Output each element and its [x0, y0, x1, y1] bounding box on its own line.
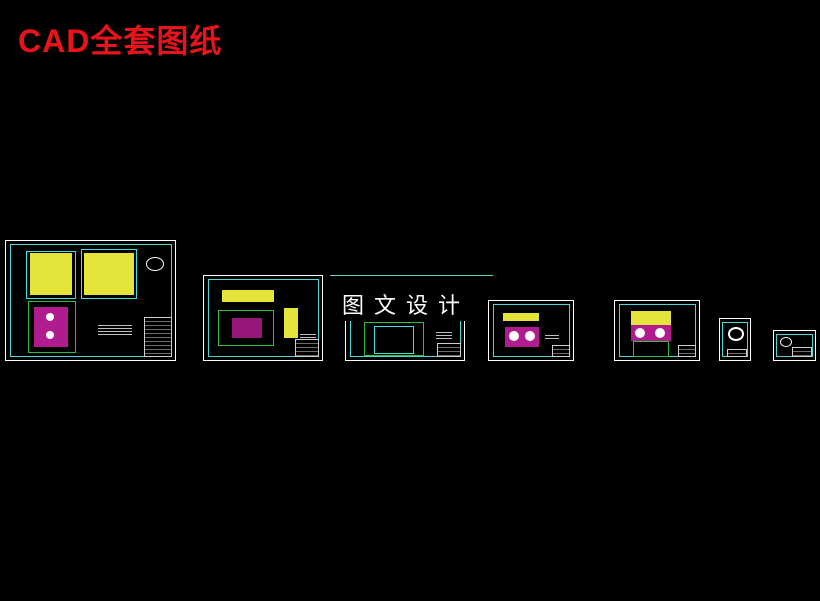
drawing-sheet-7[interactable] [773, 330, 816, 361]
yellow-view-2 [84, 253, 134, 295]
drawing-sheet-1[interactable] [5, 240, 176, 361]
watermark-banner: 图文设计 [330, 275, 493, 321]
drawing-sheet-6[interactable] [719, 318, 751, 361]
yellow-view-1 [30, 253, 72, 295]
drawing-sheet-2[interactable] [203, 275, 323, 361]
banner-text: 图文设计 [342, 294, 471, 319]
drawing-sheet-5[interactable] [614, 300, 700, 361]
page-title: CAD全套图纸 [18, 23, 223, 59]
drawing-sheet-3[interactable] [345, 315, 465, 361]
part-detail [146, 257, 164, 271]
drawing-sheet-4[interactable] [488, 300, 574, 361]
